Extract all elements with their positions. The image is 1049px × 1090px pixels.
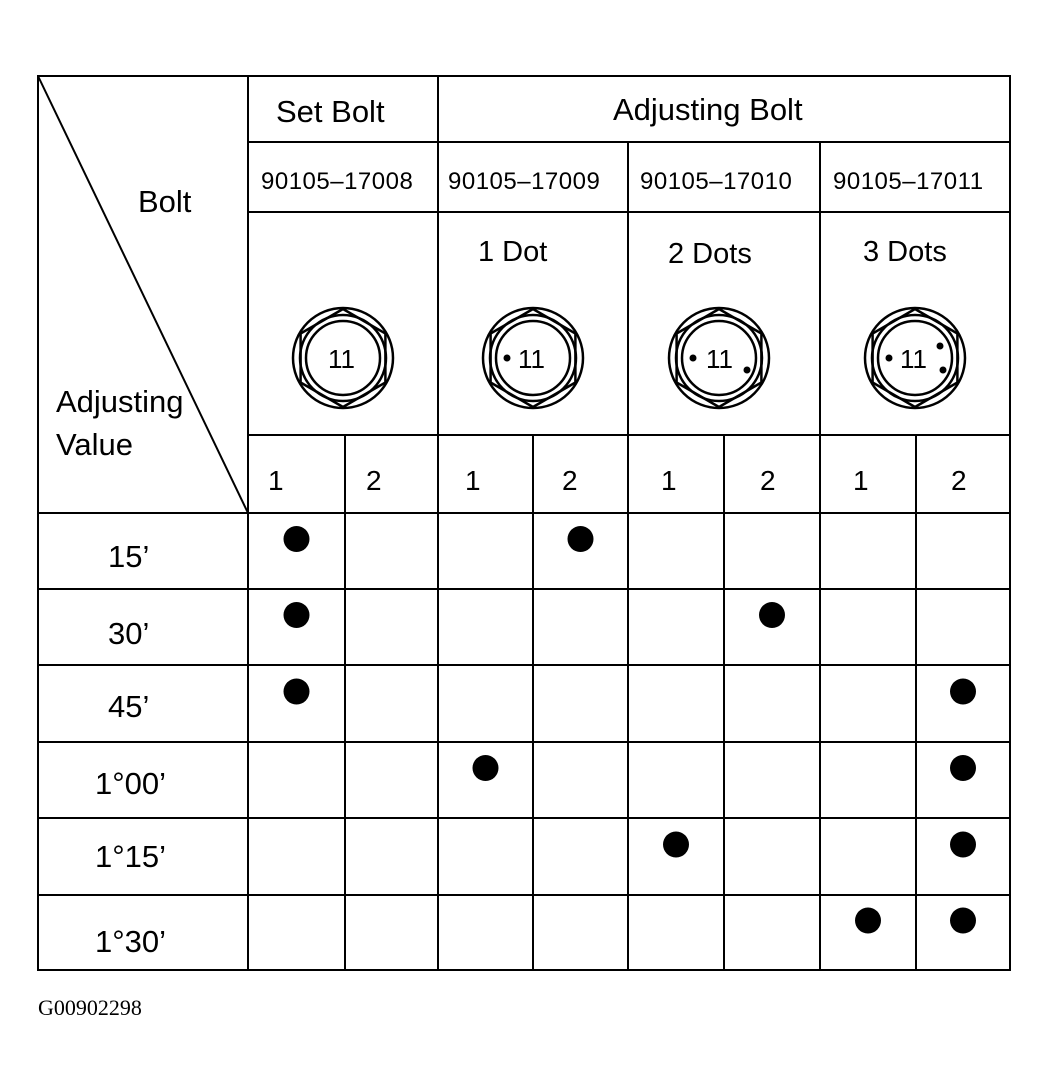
identification-dot [503, 354, 511, 362]
position-label: 1 [268, 465, 284, 496]
adjusting-value-label: 1°30’ [95, 924, 167, 959]
part-number-17008: 90105–17008 [261, 168, 414, 195]
adjusting-value-label: 1°15’ [95, 839, 167, 874]
corner-adjusting-label: Adjusting [56, 384, 184, 419]
mark-label-1-dot: 1 Dot [478, 236, 548, 268]
identification-dot [939, 366, 947, 374]
adjusting-value-label: 1°00’ [95, 766, 167, 801]
bolt-head-icon [667, 306, 771, 410]
bolt-head-number: 11 [900, 344, 927, 374]
selection-dot [950, 755, 976, 781]
identification-dot [885, 354, 893, 362]
position-label: 1 [465, 465, 481, 496]
identification-dot [936, 342, 944, 350]
corner-value-label: Value [56, 427, 133, 462]
mark-label-3-dots: 3 Dots [863, 236, 947, 268]
adjusting-value-label: 30’ [108, 616, 150, 651]
identification-dot [743, 366, 751, 374]
bolt-head-number: 11 [706, 344, 733, 374]
part-number-17011: 90105–17011 [833, 168, 984, 195]
adjusting-bolt-header: Adjusting Bolt [613, 92, 803, 127]
position-label: 2 [951, 465, 967, 496]
selection-dot [855, 907, 881, 934]
bolt-head-number: 11 [518, 344, 545, 374]
position-label: 2 [760, 465, 776, 496]
position-label: 2 [366, 465, 382, 496]
selection-dot [283, 602, 310, 628]
identification-dot [689, 354, 697, 362]
adjusting-value-label: 15’ [108, 539, 150, 574]
selection-dot [759, 602, 785, 628]
bolt-head-icon [863, 306, 967, 410]
corner-bolt-label: Bolt [138, 184, 192, 219]
selection-dot [283, 526, 310, 552]
selection-dot [472, 755, 499, 781]
selection-dot [567, 526, 594, 552]
bolt-head-icon [291, 306, 395, 410]
bolt-head-number: 11 [328, 344, 355, 374]
position-label: 1 [661, 465, 677, 496]
position-label: 2 [562, 465, 578, 496]
figure-id: G00902298 [38, 995, 142, 1020]
mark-label-2-dots: 2 Dots [668, 238, 752, 270]
selection-dot [950, 907, 976, 934]
selection-dot [950, 678, 976, 705]
set-bolt-header: Set Bolt [276, 94, 385, 129]
selection-dot [663, 831, 689, 858]
selection-dot [283, 678, 310, 705]
part-number-17010: 90105–17010 [640, 168, 793, 195]
adjusting-value-label: 45’ [108, 689, 150, 724]
selection-dot [950, 831, 976, 858]
bolt-head-icon [481, 306, 585, 410]
position-label: 1 [853, 465, 869, 496]
part-number-17009: 90105–17009 [448, 168, 601, 195]
